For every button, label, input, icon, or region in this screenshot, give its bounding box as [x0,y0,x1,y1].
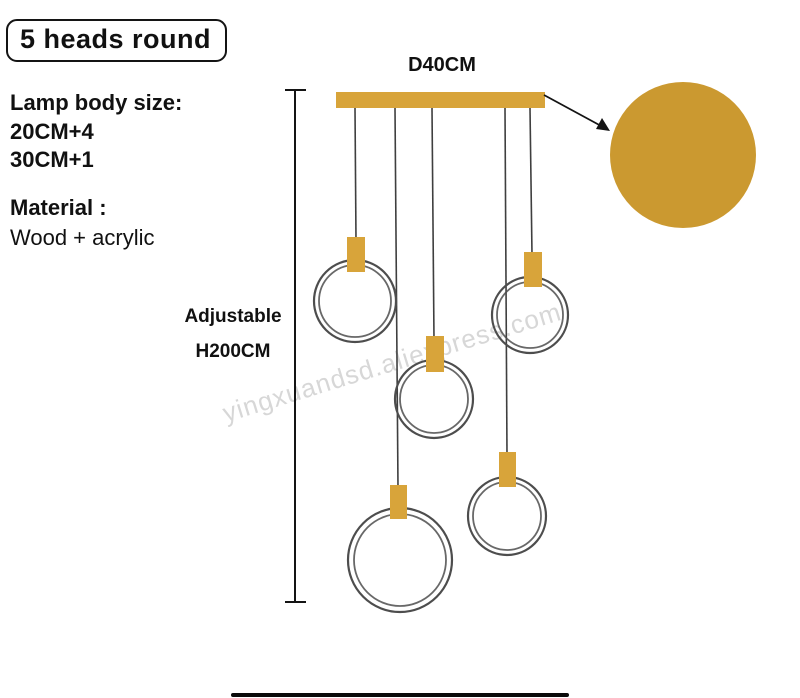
ceiling-bar [336,92,545,108]
holder-5 [524,252,542,287]
holder-4 [499,452,516,487]
cord-1 [354,107,357,241]
material-value: Wood + acrylic [10,225,155,250]
ring-lower-left-large [346,506,454,614]
height-label: H200CM [195,341,271,362]
wood-detail-circle [610,82,756,228]
product-title-box: 5 heads round [6,19,228,62]
cord-5 [529,107,533,256]
holder-1 [347,237,365,272]
holder-2 [390,485,407,519]
bottom-indicator-bar [231,693,569,697]
ring-upper-right [490,275,570,355]
size-line-2: 30CM+1 [10,147,94,172]
cord-4 [504,107,508,456]
diameter-label: D40CM [408,54,476,76]
wood-holders [347,237,542,519]
ring-upper-left [312,258,398,344]
holder-3 [426,336,444,372]
size-line-1: 20CM+4 [10,119,94,144]
specs-block: Lamp body size: 20CM+4 30CM+1 Material :… [10,92,182,249]
detail-arrow [543,94,610,131]
ring-lower-right [466,475,548,557]
product-title: 5 heads round [20,24,212,54]
material-label: Material : [10,195,107,220]
cord-3 [431,107,435,341]
height-measure-line [285,89,306,603]
adjustable-label: Adjustable [184,306,282,327]
pendant-rings [312,258,570,614]
lamp-body-size-label: Lamp body size: [10,90,183,115]
